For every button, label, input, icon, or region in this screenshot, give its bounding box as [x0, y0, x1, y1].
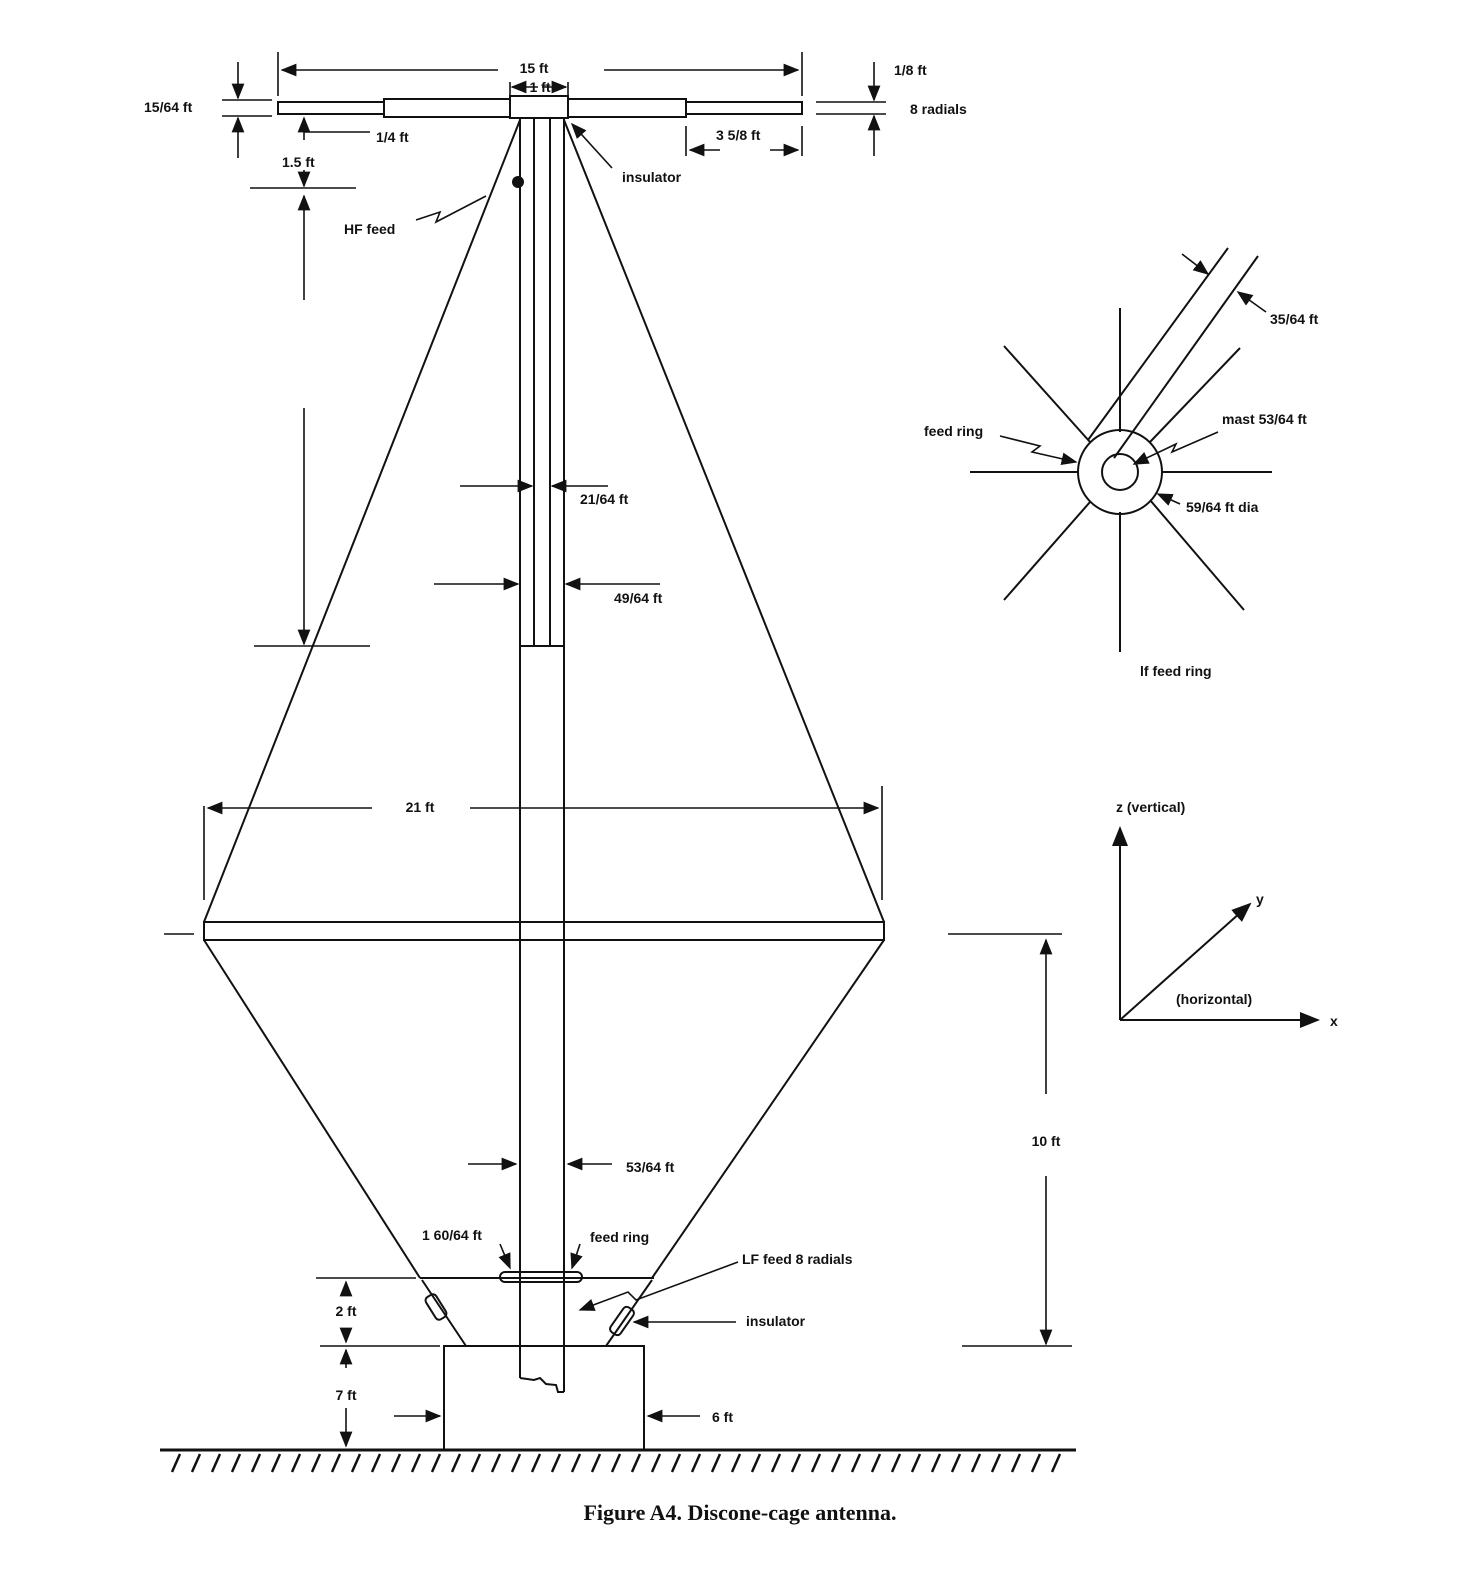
ground-hatch-mark	[530, 1453, 542, 1473]
insulator-left	[424, 1293, 448, 1321]
label-hub-gap: 1/4 ft	[376, 129, 409, 145]
label-cage-span: 21 ft	[406, 799, 435, 815]
label-ring-dim: 1 60/64 ft	[422, 1227, 482, 1243]
label-insulator-bottom: insulator	[746, 1313, 806, 1329]
base	[443, 1345, 645, 1451]
insulator-right	[609, 1305, 635, 1337]
ground-hatch-mark	[570, 1453, 582, 1473]
ground-hatch-mark	[170, 1453, 182, 1473]
top-view-mast	[1101, 453, 1139, 491]
ground-hatch-mark	[890, 1453, 902, 1473]
label-radial-width: 35/64 ft	[1270, 311, 1319, 327]
label-hf-feed: HF feed	[344, 221, 395, 237]
ground-hatch-mark	[970, 1453, 982, 1473]
top-view-feed-ring	[1077, 429, 1163, 515]
label-axis-z: z (vertical)	[1116, 799, 1185, 815]
label-cage-height: 10 ft	[1032, 1133, 1061, 1149]
ground-hatch-mark	[710, 1453, 722, 1473]
cage-wires	[203, 119, 885, 1347]
ground-hatch-mark	[650, 1453, 662, 1473]
feed-ring	[499, 1271, 583, 1283]
ground-hatch-mark	[770, 1453, 782, 1473]
label-tip-length: 3 5/8 ft	[716, 127, 761, 143]
ground-hatch-mark	[290, 1453, 302, 1473]
ground-hatch-mark	[590, 1453, 602, 1473]
label-top-view-title: lf feed ring	[1140, 663, 1212, 679]
mast	[512, 117, 565, 1393]
label-top-view-mast: mast 53/64 ft	[1222, 411, 1307, 427]
ground-hatch-mark	[990, 1453, 1002, 1473]
label-radials-count: 8 radials	[910, 101, 967, 117]
ground-hatch-mark	[510, 1453, 522, 1473]
ground-hatch-mark	[210, 1453, 222, 1473]
label-lf-feed: LF feed 8 radials	[742, 1251, 853, 1267]
ground-hatching	[170, 1453, 1062, 1473]
label-inner-mast: 21/64 ft	[580, 491, 629, 507]
label-base-width: 6 ft	[712, 1409, 733, 1425]
coordinate-axes	[1112, 826, 1320, 1028]
label-hub-width: 1 ft	[530, 79, 551, 95]
ground-hatch-mark	[270, 1453, 282, 1473]
ground-hatch-mark	[750, 1453, 762, 1473]
ground-hatch-mark	[690, 1453, 702, 1473]
label-radial-tip: 1/8 ft	[894, 62, 927, 78]
ground-hatch-mark	[790, 1453, 802, 1473]
ground-hatch-mark	[490, 1453, 502, 1473]
ground-hatch-mark	[930, 1453, 942, 1473]
ground-hatch-mark	[230, 1453, 242, 1473]
ground-hatch-mark	[350, 1453, 362, 1473]
label-axis-y: y	[1256, 891, 1264, 907]
label-axis-x: x	[1330, 1013, 1338, 1029]
figure-caption: Figure A4. Discone-cage antenna.	[583, 1500, 896, 1525]
ground-hatch-mark	[610, 1453, 622, 1473]
ground-hatch-mark	[1050, 1453, 1062, 1473]
label-ring-dia: 59/64 ft dia	[1186, 499, 1259, 515]
top-radials	[277, 95, 803, 119]
ground-hatch-mark	[1030, 1453, 1042, 1473]
label-axis-horizontal: (horizontal)	[1176, 991, 1252, 1007]
ground-hatch-mark	[830, 1453, 842, 1473]
label-mast-dia: 53/64 ft	[626, 1159, 675, 1175]
ground-hatch-mark	[410, 1453, 422, 1473]
label-top-span: 15 ft	[520, 60, 549, 76]
ground-hatch-mark	[310, 1453, 322, 1473]
ground-hatch-mark	[870, 1453, 882, 1473]
label-insulator-top: insulator	[622, 169, 682, 185]
ground-hatch-mark	[390, 1453, 402, 1473]
label-base-height: 7 ft	[336, 1387, 357, 1403]
ground-hatch-mark	[330, 1453, 342, 1473]
dimension-lines	[164, 52, 1072, 1448]
ground-hatch-mark	[190, 1453, 202, 1473]
ground-hatch-mark	[370, 1453, 382, 1473]
label-top-height: 1.5 ft	[282, 154, 315, 170]
ground-hatch-mark	[430, 1453, 442, 1473]
ground-hatch-mark	[550, 1453, 562, 1473]
label-feed-ring: feed ring	[590, 1229, 649, 1245]
ground-hatch-mark	[1010, 1453, 1022, 1473]
ground-hatch-mark	[250, 1453, 262, 1473]
label-top-view-feed-ring: feed ring	[924, 423, 983, 439]
label-outer-mast: 49/64 ft	[614, 590, 663, 606]
ground-hatch-mark	[670, 1453, 682, 1473]
ground-hatch-mark	[950, 1453, 962, 1473]
ground-hatch-mark	[450, 1453, 462, 1473]
ground-hatch-mark	[810, 1453, 822, 1473]
label-left-thickness: 15/64 ft	[144, 99, 193, 115]
ground-hatch-mark	[910, 1453, 922, 1473]
label-base-gap: 2 ft	[336, 1303, 357, 1319]
ground-hatch-mark	[730, 1453, 742, 1473]
top-view	[970, 247, 1272, 652]
ground-hatch-mark	[630, 1453, 642, 1473]
ground-hatch-mark	[850, 1453, 862, 1473]
ground-hatch-mark	[470, 1453, 482, 1473]
